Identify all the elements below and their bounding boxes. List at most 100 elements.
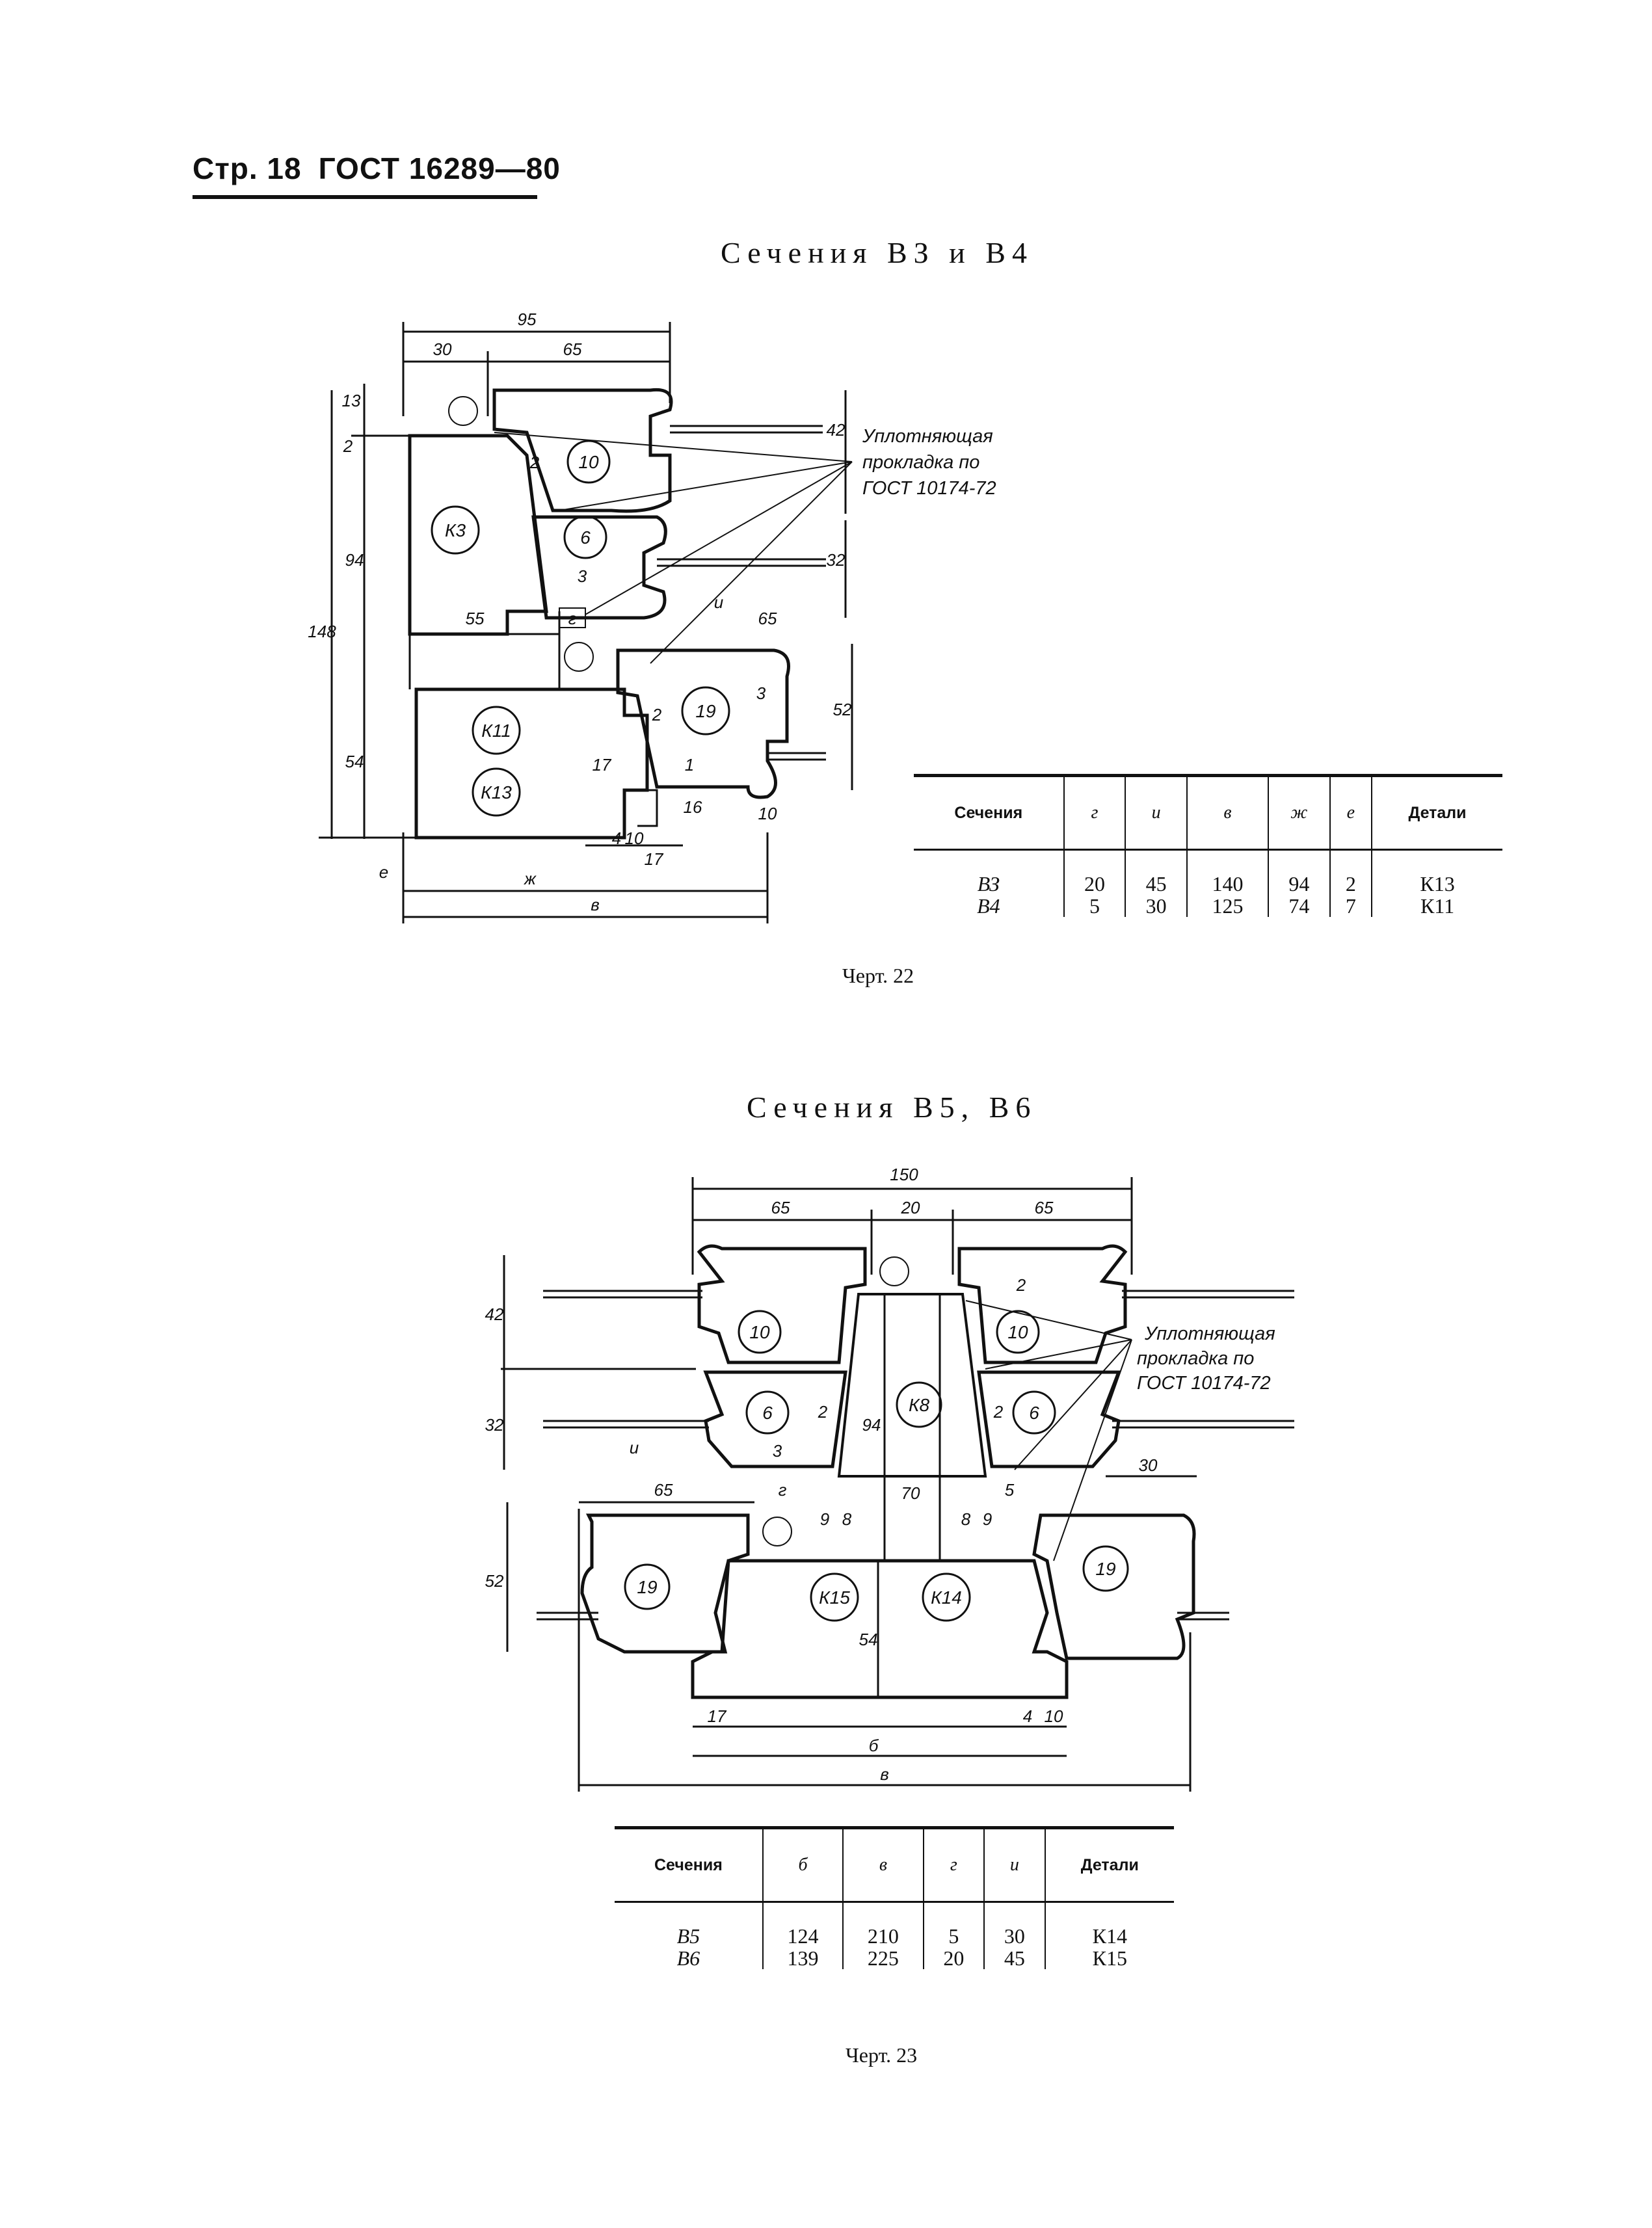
fig22-dim: 17: [645, 849, 664, 869]
fig22-dim: е: [379, 862, 388, 882]
figure-23-caption: Черт. 23: [846, 2043, 918, 2067]
fig22-dim: 3: [756, 683, 766, 703]
fig23-detail-6-right: 6: [1029, 1403, 1039, 1423]
fig23-dim: 20: [901, 1198, 920, 1217]
fig23-dim: 150: [890, 1165, 918, 1184]
table-header: Сечения: [914, 774, 1064, 851]
table-cell: 5: [922, 1902, 985, 1947]
table-cell: К15: [1044, 1947, 1174, 1969]
fig23-dim: б: [869, 1736, 879, 1755]
table-cell: 45: [983, 1947, 1045, 1969]
fig22-dim: 94: [345, 550, 364, 570]
fig23-dim: 9: [983, 1509, 992, 1529]
table-row: ВЗ 20 45 140 94 2 К13: [914, 849, 1502, 895]
fig23-dim: 52: [485, 1571, 504, 1591]
fig22-dim: 2: [652, 705, 662, 724]
fig23-detail-6-left: 6: [762, 1403, 773, 1423]
fig23-dim: 65: [771, 1198, 790, 1217]
table-cell: 124: [762, 1902, 844, 1947]
fig23-detail-19-left: 19: [637, 1577, 657, 1597]
table-row: В6 139 225 20 45 К15: [615, 1947, 1174, 1969]
fig22-dim: 17: [593, 755, 612, 775]
fig23-dim: 2: [818, 1402, 828, 1422]
table-cell: 5: [1063, 895, 1126, 917]
fig23-dim: и: [630, 1438, 639, 1457]
fig22-dim: в: [591, 895, 600, 914]
fig22-dim: 42: [827, 420, 846, 440]
fig23-dim: 3: [773, 1441, 782, 1461]
figure-22-table: Сечения г и в ж е Детали ВЗ 20 45 140 94…: [914, 774, 1502, 917]
table-cell: 139: [762, 1947, 844, 1969]
fig23-detail-10-left: 10: [749, 1322, 770, 1342]
fig23-dim: 54: [859, 1630, 878, 1649]
table-header: и: [983, 1826, 1045, 1903]
fig22-dim: 16: [684, 797, 702, 817]
fig22-dim: 10: [758, 804, 777, 823]
table-cell: 140: [1186, 849, 1268, 895]
table-cell: 2: [1329, 849, 1372, 895]
fig23-dim: 5: [1005, 1480, 1015, 1500]
fig23-dim: 65: [1035, 1198, 1054, 1217]
fig22-dim: 95: [518, 310, 537, 329]
table-row: В5 124 210 5 30 К14: [615, 1902, 1174, 1948]
fig22-dim: 52: [833, 700, 852, 719]
table-row: В4 5 30 125 74 7 К11: [914, 895, 1502, 917]
table-cell: 225: [842, 1947, 924, 1969]
table-cell: В5: [676, 1924, 700, 1948]
fig23-dim: 94: [862, 1415, 881, 1435]
fig23-dim: 32: [485, 1415, 504, 1435]
fig23-dim: 8: [961, 1509, 971, 1529]
figure-22-title: Сечения ВЗ и В4: [721, 236, 1033, 269]
table-cell: 74: [1267, 895, 1330, 917]
table-cell: 7: [1329, 895, 1372, 917]
fig23-dim: 4: [1023, 1706, 1032, 1726]
header-rule: [193, 195, 537, 199]
table-cell: В6: [676, 1946, 700, 1970]
table-cell: 20: [1063, 849, 1126, 895]
table-header: г: [1063, 774, 1126, 851]
fig23-dim: в: [880, 1764, 889, 1784]
table-header: г: [922, 1826, 985, 1903]
fig23-dim: г: [779, 1480, 787, 1500]
table-cell: К14: [1044, 1902, 1174, 1947]
figure-22-drawing: 10 6 К3 19 К11 К13 Уплотняющая прокладка…: [308, 310, 996, 923]
figure-22-caption: Черт. 22: [842, 964, 914, 987]
table-cell: К13: [1371, 849, 1502, 895]
fig22-dim: 3: [578, 566, 587, 586]
fig23-gasket-line3: ГОСТ 10174-72: [1137, 1373, 1271, 1394]
fig22-dim: 30: [433, 339, 452, 359]
page-number: Стр. 18: [193, 152, 302, 185]
fig22-detail-K11: К11: [481, 721, 511, 741]
fig22-detail-6: 6: [580, 527, 591, 548]
fig22-dim: 55: [466, 609, 485, 628]
fig23-dim: 10: [1045, 1706, 1063, 1726]
fig23-detail-19-right: 19: [1095, 1559, 1115, 1579]
fig22-dim: 1: [685, 755, 694, 775]
fig22-dim: г: [568, 609, 577, 628]
table-cell: 30: [1125, 895, 1188, 917]
table-header: е: [1329, 774, 1372, 851]
fig22-dim: 32: [827, 550, 846, 570]
fig23-gasket-line1: Уплотняющая: [1144, 1323, 1275, 1344]
fig22-detail-K13: К13: [481, 782, 512, 802]
fig22-dim: 148: [308, 622, 336, 641]
table-header: в: [842, 1826, 924, 1903]
table-header: в: [1186, 774, 1268, 851]
fig22-dim: и: [714, 592, 723, 612]
fig23-dim: 70: [901, 1483, 920, 1503]
table-cell: К11: [1371, 895, 1502, 917]
figure-23-title: Сечения В5, В6: [747, 1091, 1037, 1124]
table-cell: 210: [842, 1902, 924, 1947]
table-header: ж: [1267, 774, 1330, 851]
figure-23-table: Сечения б в г и Детали В5 124 210 5 30 К…: [615, 1826, 1174, 1969]
fig22-detail-19: 19: [695, 701, 715, 721]
fig22-dim: 4: [612, 829, 621, 848]
fig23-dim: 9: [820, 1509, 829, 1529]
table-cell: 20: [922, 1947, 985, 1969]
fig22-detail-K3: К3: [445, 520, 466, 540]
fig23-gasket-line2: прокладка по: [1137, 1348, 1254, 1369]
fig23-dim: 42: [485, 1305, 504, 1324]
table-cell: 45: [1125, 849, 1188, 895]
fig23-dim: 17: [708, 1706, 727, 1726]
fig23-dim: 2: [993, 1402, 1004, 1422]
